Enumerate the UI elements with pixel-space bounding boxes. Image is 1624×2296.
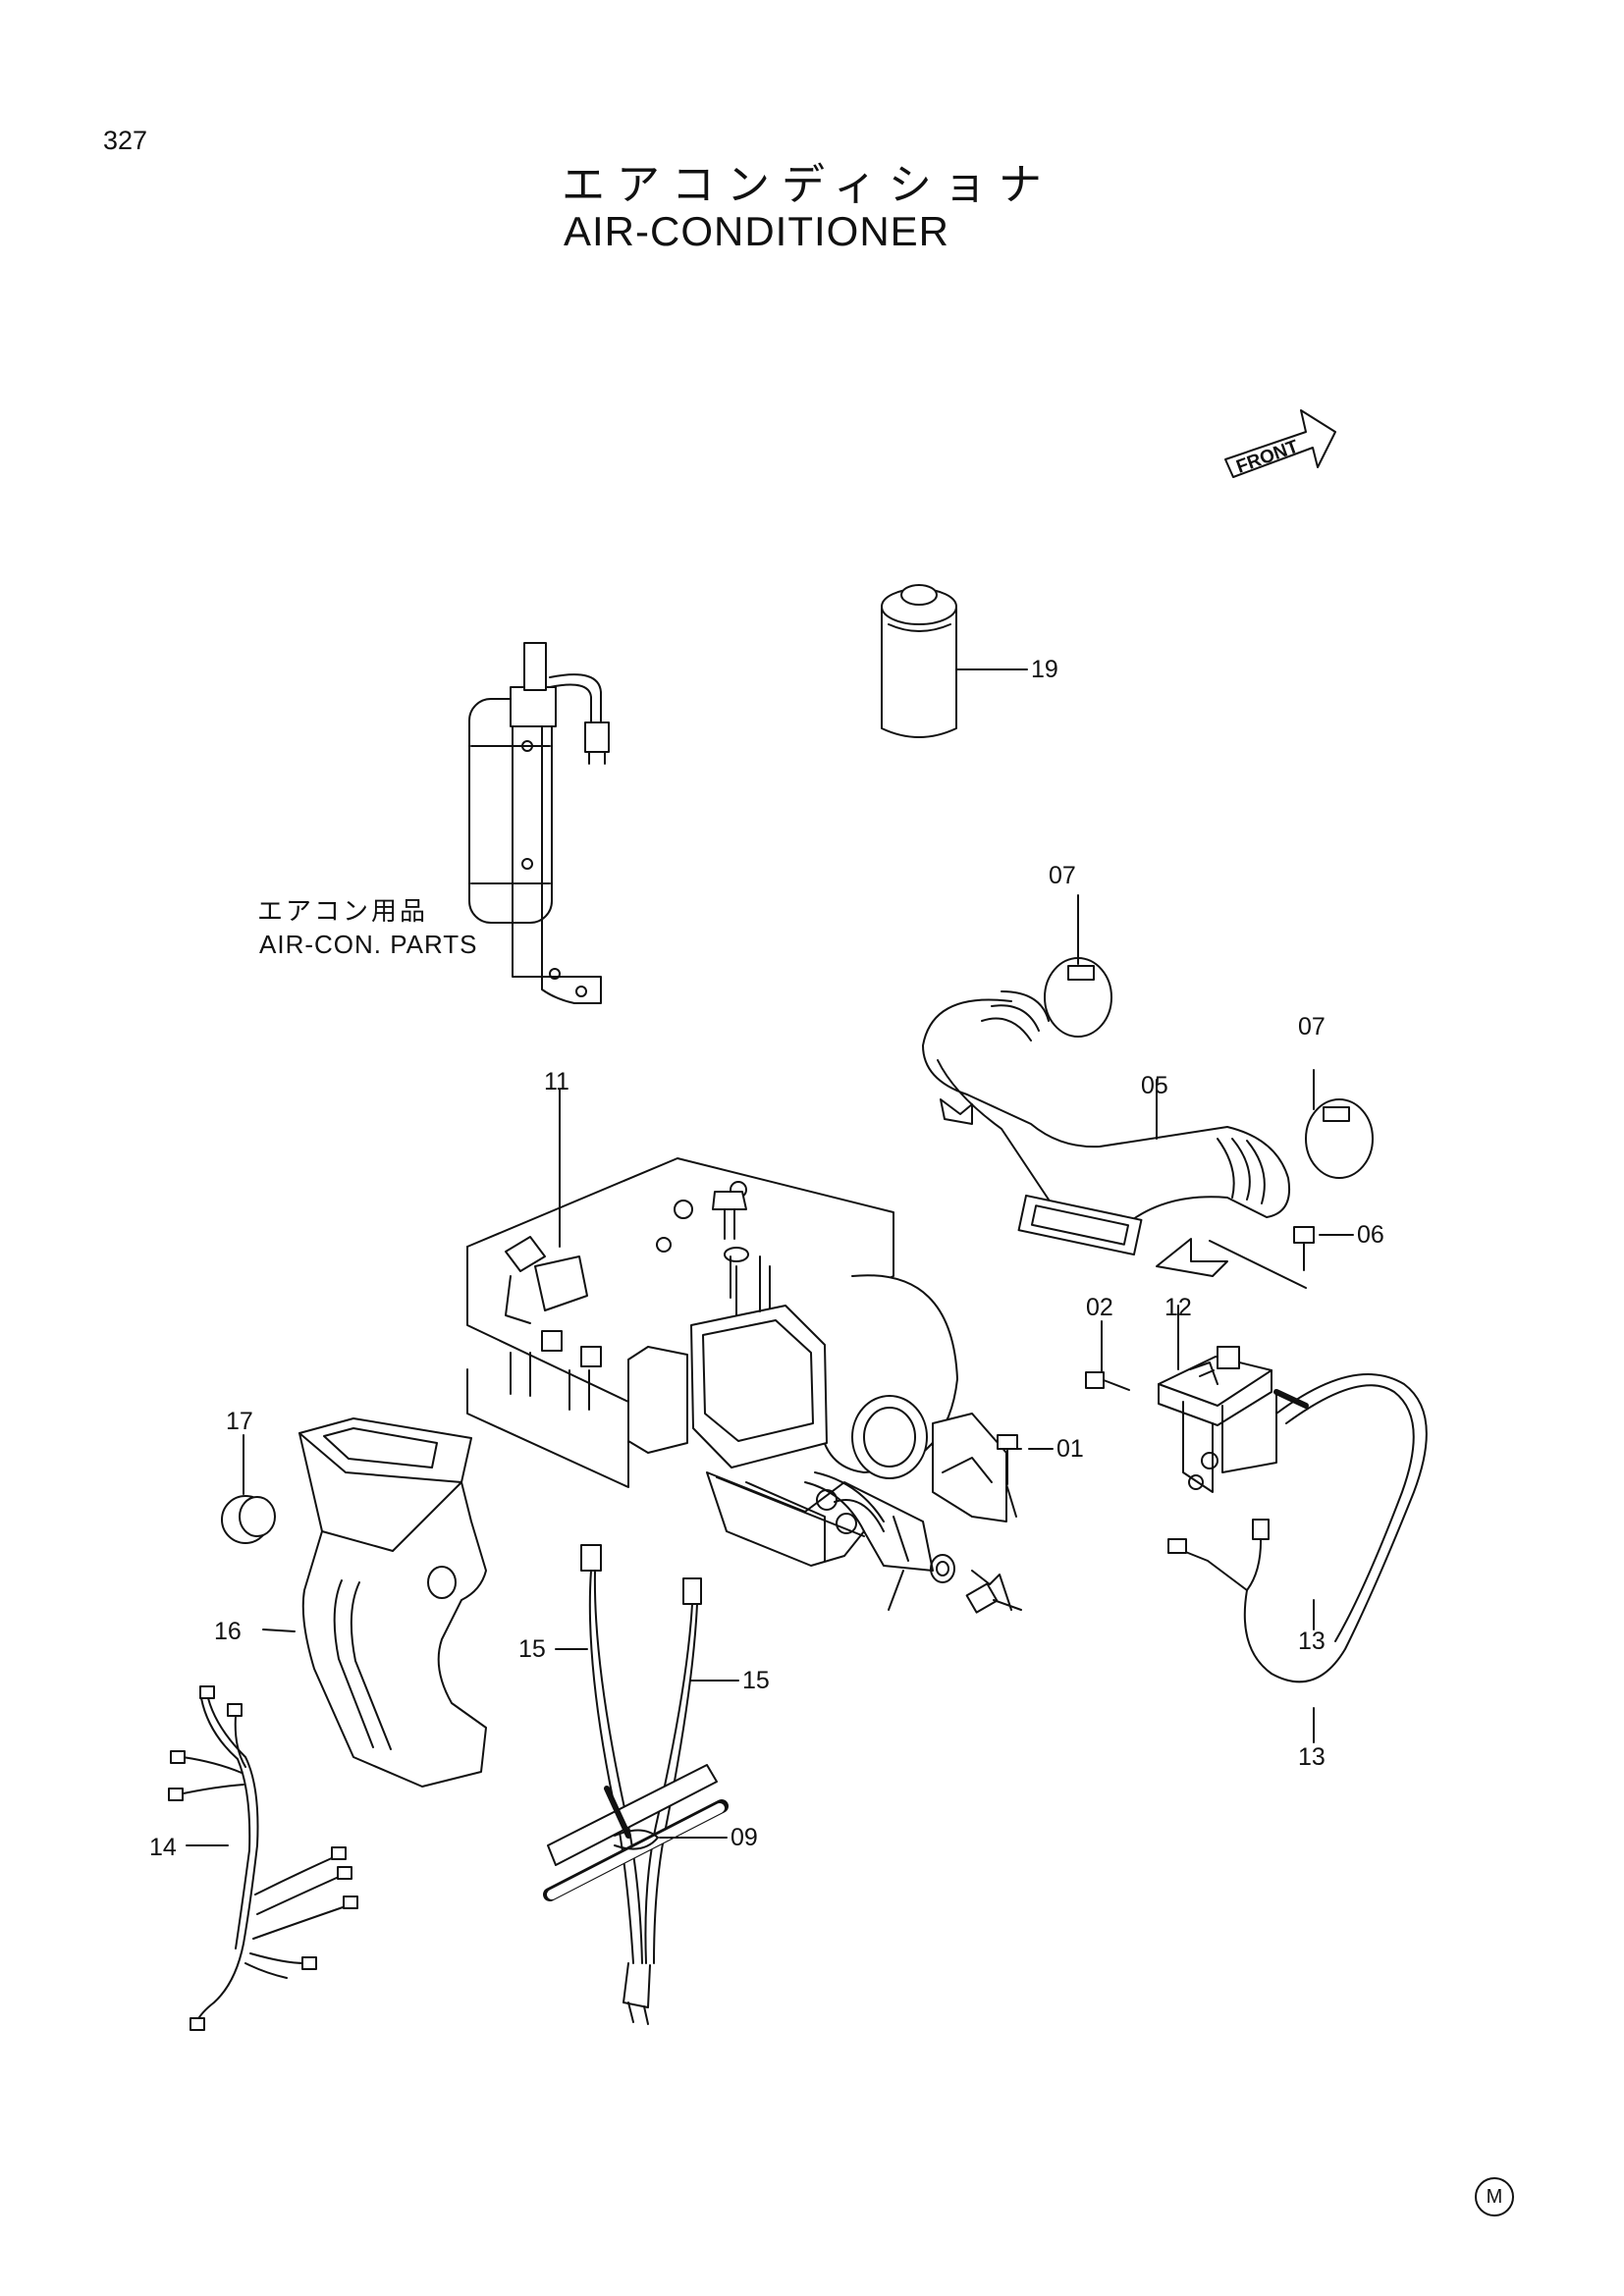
- part-16-air-duct: [262, 1417, 487, 1788]
- part-05-air-duct: [922, 990, 1290, 1277]
- air-con-parts-label-japanese: エアコン用品: [257, 897, 429, 927]
- m-mark-symbol: M: [1475, 2177, 1514, 2216]
- callout-09: 09: [731, 1824, 758, 1851]
- callout-02: 02: [1086, 1294, 1113, 1321]
- callout-15-right: 15: [742, 1667, 770, 1694]
- callout-07-right: 07: [1298, 1013, 1326, 1041]
- callout-16: 16: [214, 1618, 242, 1645]
- callout-17: 17: [226, 1408, 253, 1435]
- part-12-switch-assembly: [1158, 1305, 1277, 1493]
- callout-15-left: 15: [518, 1635, 546, 1663]
- part-14-wire-harness: [168, 1685, 358, 2031]
- part-13-harness-cable: [1167, 1373, 1428, 1743]
- part-09-cable-tie: [543, 1764, 729, 1901]
- front-arrow-label: FRONT: [1234, 436, 1302, 477]
- part-17-cap: [221, 1434, 276, 1544]
- callout-05: 05: [1141, 1072, 1168, 1099]
- receiver-drier-assembly: [468, 642, 610, 1004]
- page-number: 327: [103, 126, 148, 155]
- part-02-bolt: [1085, 1320, 1130, 1391]
- callout-12: 12: [1164, 1294, 1192, 1321]
- callout-11: 11: [544, 1068, 569, 1095]
- callout-01: 01: [1056, 1435, 1084, 1463]
- callout-13-lower: 13: [1298, 1743, 1326, 1771]
- callout-06: 06: [1357, 1221, 1384, 1249]
- part-11-main-unit: [466, 1089, 1054, 1614]
- callout-19: 19: [1031, 656, 1058, 683]
- callout-07-top: 07: [1049, 862, 1076, 889]
- front-arrow-icon: FRONT: [1224, 409, 1336, 478]
- part-19-cylinder: [881, 584, 1028, 738]
- air-con-parts-label-english: AIR-CON. PARTS: [259, 930, 478, 959]
- page-title-english: AIR-CONDITIONER: [564, 208, 949, 254]
- page-title-japanese: エアコンディショナ: [562, 160, 1054, 210]
- part-07-hose-clamp: [1044, 894, 1112, 1038]
- callout-14: 14: [149, 1834, 177, 1861]
- callout-13-upper: 13: [1298, 1628, 1326, 1655]
- part-06-bolt: [1209, 1226, 1354, 1289]
- part-07-hose-clamp-second: [1305, 1069, 1374, 1179]
